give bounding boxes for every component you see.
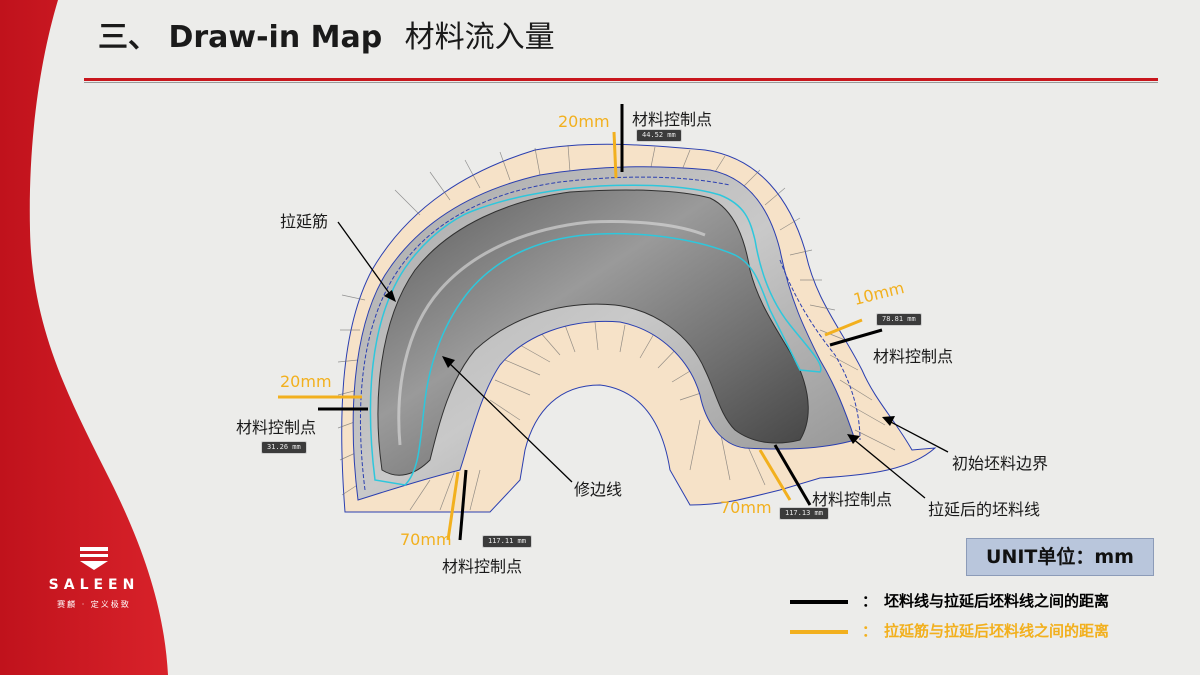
distance-top: 20mm: [558, 112, 610, 131]
trim-line-outline: [369, 184, 822, 486]
title-prefix: 三、: [98, 20, 158, 55]
legend-text: 坯料线与拉延后坯料线之间的距离: [884, 592, 1110, 610]
distance-left: 20mm: [280, 372, 332, 391]
title-divider: [84, 78, 1158, 81]
formed-part: [377, 189, 809, 476]
distance-bottom-right: 70mm: [720, 498, 772, 517]
label-trim-line: 修边线: [574, 480, 623, 499]
label-control-point-right: 材料控制点: [873, 347, 954, 366]
label-control-point-left: 材料控制点: [236, 418, 317, 437]
label-control-point-bottom-right: 材料控制点: [812, 490, 893, 509]
measure-tag-bottom-left: 117.11 mm: [482, 535, 532, 548]
title-cn: 材料流入量: [404, 20, 555, 55]
distance-bottom-left: 70mm: [400, 530, 452, 549]
logo-slogan: 赛麟 · 定义极致: [57, 600, 131, 609]
measure-tag-bottom-right: 117.13 mm: [779, 507, 829, 520]
label-control-point-bottom-left: 材料控制点: [442, 557, 523, 576]
label-initial-blank: 初始坯料边界: [952, 454, 1049, 473]
legend-colon: ：: [862, 592, 878, 610]
measure-tag-left: 31.26 mm: [261, 441, 307, 454]
label-control-point-top: 材料控制点: [632, 110, 713, 129]
legend-item-yellow: ： 拉延筋与拉延后坯料线之间的距离: [790, 620, 1109, 641]
unit-box: UNIT单位：mm: [966, 538, 1154, 576]
legend-swatch-black: [790, 599, 848, 604]
legend-text: 拉延筋与拉延后坯料线之间的距离: [884, 622, 1110, 640]
title-divider-thin: [84, 82, 1158, 83]
legend-item-black: ： 坯料线与拉延后坯料线之间的距离: [790, 590, 1109, 611]
measure-tag-top: 44.52 mm: [636, 129, 682, 142]
saleen-logo: SALEEN 赛麟 · 定义极致: [34, 545, 154, 610]
legend-swatch-yellow: [790, 629, 848, 634]
logo-word: SALEEN: [48, 577, 140, 593]
label-drawn-blank: 拉延后的坯料线: [928, 500, 1041, 519]
page-title: 三、 Draw-in Map 材料流入量: [98, 12, 555, 56]
legend-colon: ：: [862, 622, 878, 640]
saleen-emblem-icon: [80, 547, 108, 570]
label-draw-bead: 拉延筋: [280, 212, 329, 231]
measure-tag-right: 78.81 mm: [876, 313, 922, 326]
title-main: Draw-in Map: [168, 20, 383, 55]
